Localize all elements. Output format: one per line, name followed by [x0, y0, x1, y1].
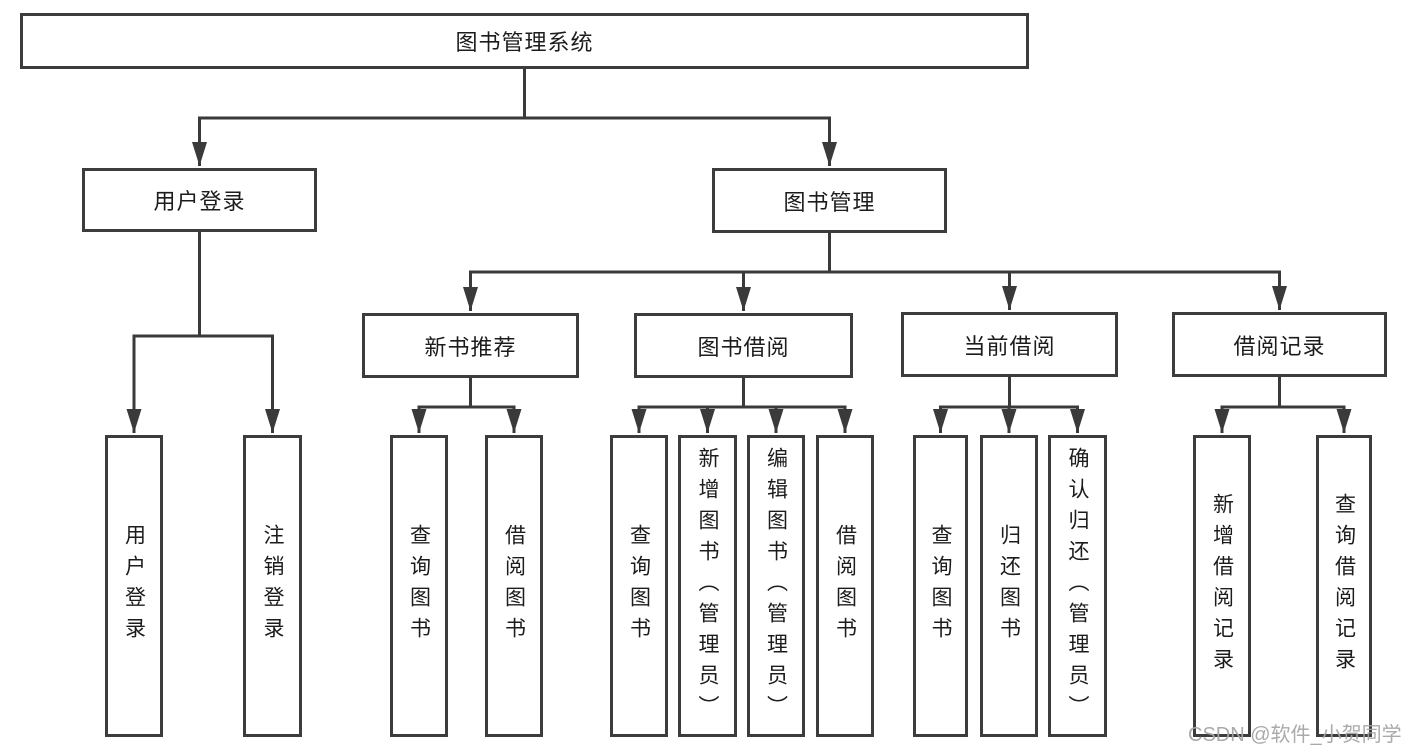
node-root-label: 图书管理系统: [455, 30, 594, 55]
node-book-management: 图书管理: [712, 168, 947, 233]
leaf-borrow-borrow-books-label: 借阅图书: [833, 524, 857, 648]
leaf-current-query-books-label: 查询图书: [929, 524, 952, 648]
leaf-borrow-query-books: 查询图书: [610, 435, 668, 737]
leaf-edit-books-admin: 编辑图书（管理员）: [747, 435, 805, 737]
leaf-user-login: 用户登录: [105, 435, 163, 737]
node-current-borrow: 当前借阅: [901, 312, 1118, 377]
leaf-add-borrow-record: 新增借阅记录: [1193, 435, 1251, 737]
leaf-current-query-books: 查询图书: [913, 435, 968, 737]
leaf-add-books-admin: 新增图书（管理员）: [678, 435, 737, 737]
node-book-borrow: 图书借阅: [634, 313, 853, 378]
leaf-confirm-return-admin-label: 确认归还（管理员）: [1066, 446, 1089, 726]
node-borrow-records-label: 借阅记录: [1233, 333, 1326, 359]
leaf-add-borrow-record-label: 新增借阅记录: [1210, 493, 1234, 679]
leaf-add-books-admin-label: 新增图书（管理员）: [696, 446, 719, 726]
node-book-management-label: 图书管理: [783, 189, 876, 215]
leaf-recommend-query-books: 查询图书: [390, 435, 448, 737]
leaf-borrow-borrow-books: 借阅图书: [816, 435, 874, 737]
leaf-borrow-query-books-label: 查询图书: [627, 524, 651, 648]
leaf-query-borrow-record: 查询借阅记录: [1316, 435, 1372, 737]
node-user-login: 用户登录: [82, 168, 317, 232]
leaf-user-login-label: 用户登录: [122, 524, 146, 648]
leaf-logout-label: 注销登录: [261, 524, 284, 648]
leaf-query-borrow-record-label: 查询借阅记录: [1332, 493, 1356, 679]
leaf-recommend-borrow-books-label: 借阅图书: [502, 524, 526, 648]
node-borrow-records: 借阅记录: [1172, 312, 1387, 377]
node-current-borrow-label: 当前借阅: [963, 333, 1056, 359]
leaf-recommend-borrow-books: 借阅图书: [485, 435, 543, 737]
node-user-login-label: 用户登录: [153, 189, 246, 214]
node-root: 图书管理系统: [20, 13, 1029, 69]
node-book-borrow-label: 图书借阅: [697, 334, 790, 360]
node-new-book-recommend-label: 新书推荐: [424, 334, 517, 360]
leaf-recommend-query-books-label: 查询图书: [407, 524, 431, 648]
leaf-logout: 注销登录: [243, 435, 302, 737]
leaf-confirm-return-admin: 确认归还（管理员）: [1048, 435, 1107, 737]
leaf-return-books-label: 归还图书: [997, 524, 1021, 648]
node-new-book-recommend: 新书推荐: [362, 313, 579, 378]
leaf-return-books: 归还图书: [980, 435, 1038, 737]
watermark: CSDN @软件_小贺同学: [1188, 724, 1402, 746]
leaf-edit-books-admin-label: 编辑图书（管理员）: [764, 446, 788, 726]
